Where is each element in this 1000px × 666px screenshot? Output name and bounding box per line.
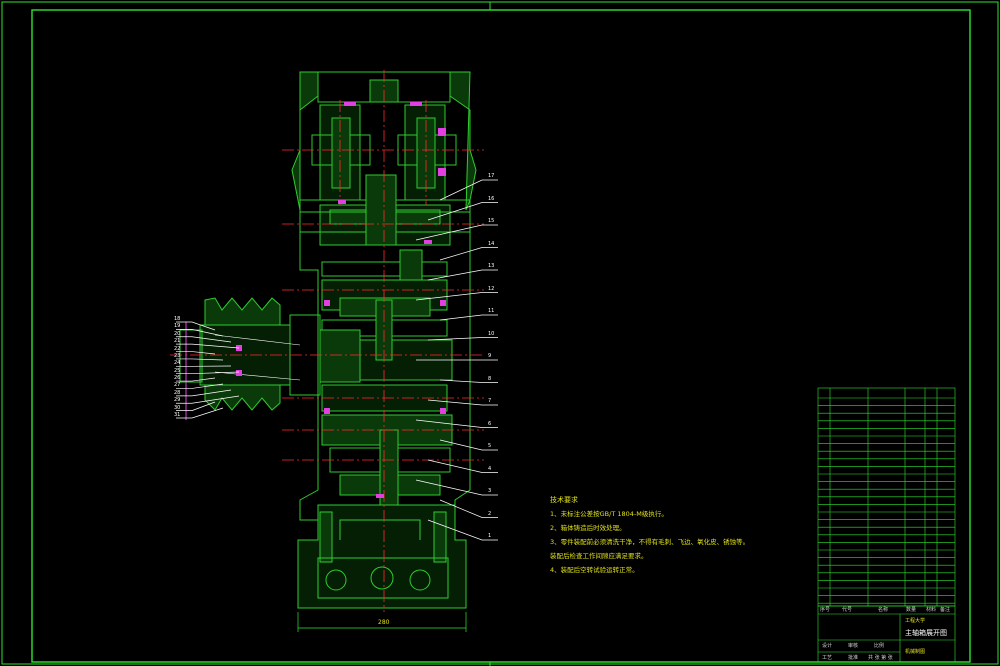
part-callout-number: 16 [488, 195, 495, 202]
bottom-dimension-value: 280 [378, 619, 390, 626]
callout-leader [176, 395, 240, 404]
callout-leader [427, 202, 498, 221]
title-block-label-scale: 比例 [874, 643, 885, 649]
parts-list [817, 387, 956, 663]
callout-leader [415, 292, 498, 301]
part-callout-number: 20 [174, 330, 181, 337]
callout-leader [176, 383, 224, 389]
part-callout-number: 18 [174, 316, 181, 322]
callout-leader [427, 269, 498, 281]
part-callout-number: 3 [488, 488, 492, 494]
title-block-label-approve: 批准 [848, 655, 859, 661]
part-callout-number: 8 [488, 375, 492, 382]
title-block-header-name: 名称 [878, 607, 889, 613]
technical-note-2: 2、箱体铸造后时效处理。 [550, 524, 626, 532]
leader-lines-right [415, 179, 498, 541]
part-callout-number: 2 [488, 510, 492, 517]
title-block-header-remark: 备注 [940, 607, 951, 613]
part-callout-number: 31 [174, 412, 181, 418]
callout-leader [439, 179, 498, 201]
title-block-label-review: 审核 [848, 643, 859, 649]
part-callout-number: 15 [488, 218, 495, 224]
title-block-drawing-name: 主轴箱展开图 [905, 629, 947, 637]
part-callout-number: 29 [174, 397, 181, 404]
callout-leader [439, 314, 498, 321]
title-block-label-design: 设计 [822, 643, 833, 649]
title-block-drawing-title: 机械制图 [905, 649, 926, 655]
callout-leader [176, 407, 224, 419]
callout-leader [427, 399, 498, 406]
part-callout-number: 23 [174, 352, 181, 359]
part-callout-number: 30 [174, 404, 181, 411]
part-callout-number: 13 [488, 263, 495, 269]
part-callout-number: 11 [488, 308, 495, 314]
callout-leader [415, 224, 498, 241]
part-callout-number: 22 [174, 345, 181, 352]
part-callout-number: 28 [174, 389, 181, 396]
callout-leader [439, 247, 498, 261]
part-callout-number: 1 [488, 533, 492, 539]
part-callout-number: 27 [174, 382, 181, 389]
sheet-border-inner [31, 9, 971, 663]
part-callout-number: 24 [174, 360, 181, 367]
title-block-label-sheets: 共 张 第 张 [868, 655, 893, 661]
part-callout-number: 19 [174, 323, 181, 330]
leader-lines-left [176, 321, 240, 419]
callout-leader [176, 343, 240, 349]
part-callout-number: 10 [488, 330, 495, 337]
title-block-header-qty: 数量 [906, 607, 917, 613]
callout-leader [176, 401, 216, 411]
callout-leader [427, 519, 498, 541]
callout-leader [439, 379, 498, 383]
part-callout-number: 14 [488, 240, 495, 247]
technical-notes: 技术要求 1、未标注公差按GB/T 1804-M级执行。 2、箱体铸造后时效处理… [550, 493, 749, 577]
callout-leader [176, 371, 240, 375]
title-block-company: 工程大学 [905, 618, 926, 624]
title-block-header-code: 代号 [842, 607, 853, 613]
part-callout-number: 9 [488, 353, 492, 359]
part-callout-number: 25 [174, 367, 181, 374]
callout-leader [439, 499, 498, 518]
callout-leader [176, 321, 216, 331]
callout-leader [176, 377, 216, 382]
bottom-dimension [297, 612, 467, 632]
callout-leader [176, 329, 224, 337]
technical-note-4: 装配后检查工作间隙应满足要求。 [550, 552, 648, 560]
technical-note-5: 4、装配后空转试验运转正常。 [550, 566, 639, 574]
technical-note-3: 3、零件装配前必须清洗干净，不得有毛刺、飞边、氧化皮、锈蚀等。 [550, 538, 750, 546]
part-callout-number: 4 [488, 465, 492, 472]
callout-leader [439, 439, 498, 451]
part-callout-number: 6 [488, 420, 492, 427]
technical-note-1: 1、未标注公差按GB/T 1804-M级执行。 [550, 510, 668, 518]
callout-leader [176, 351, 216, 355]
centerlines [170, 70, 484, 612]
title-block-header-material: 材料 [926, 607, 937, 613]
callout-leader [176, 336, 232, 343]
title-block-label-process: 工艺 [822, 655, 833, 661]
callout-leader [176, 358, 224, 361]
callout-leader [427, 337, 498, 341]
part-callout-number: 17 [488, 173, 495, 179]
part-callout-number: 7 [488, 398, 492, 404]
callout-leader [176, 389, 232, 397]
title-block-header-no: 序号 [820, 607, 831, 613]
part-callout-number: 12 [488, 285, 495, 292]
part-callout-number: 5 [488, 443, 492, 449]
callout-leader [427, 459, 498, 473]
technical-notes-heading: 技术要求 [550, 496, 578, 504]
part-callout-number: 21 [174, 338, 181, 345]
callout-leader [415, 479, 498, 496]
part-callout-number: 26 [174, 375, 181, 382]
callout-leader [415, 419, 498, 428]
